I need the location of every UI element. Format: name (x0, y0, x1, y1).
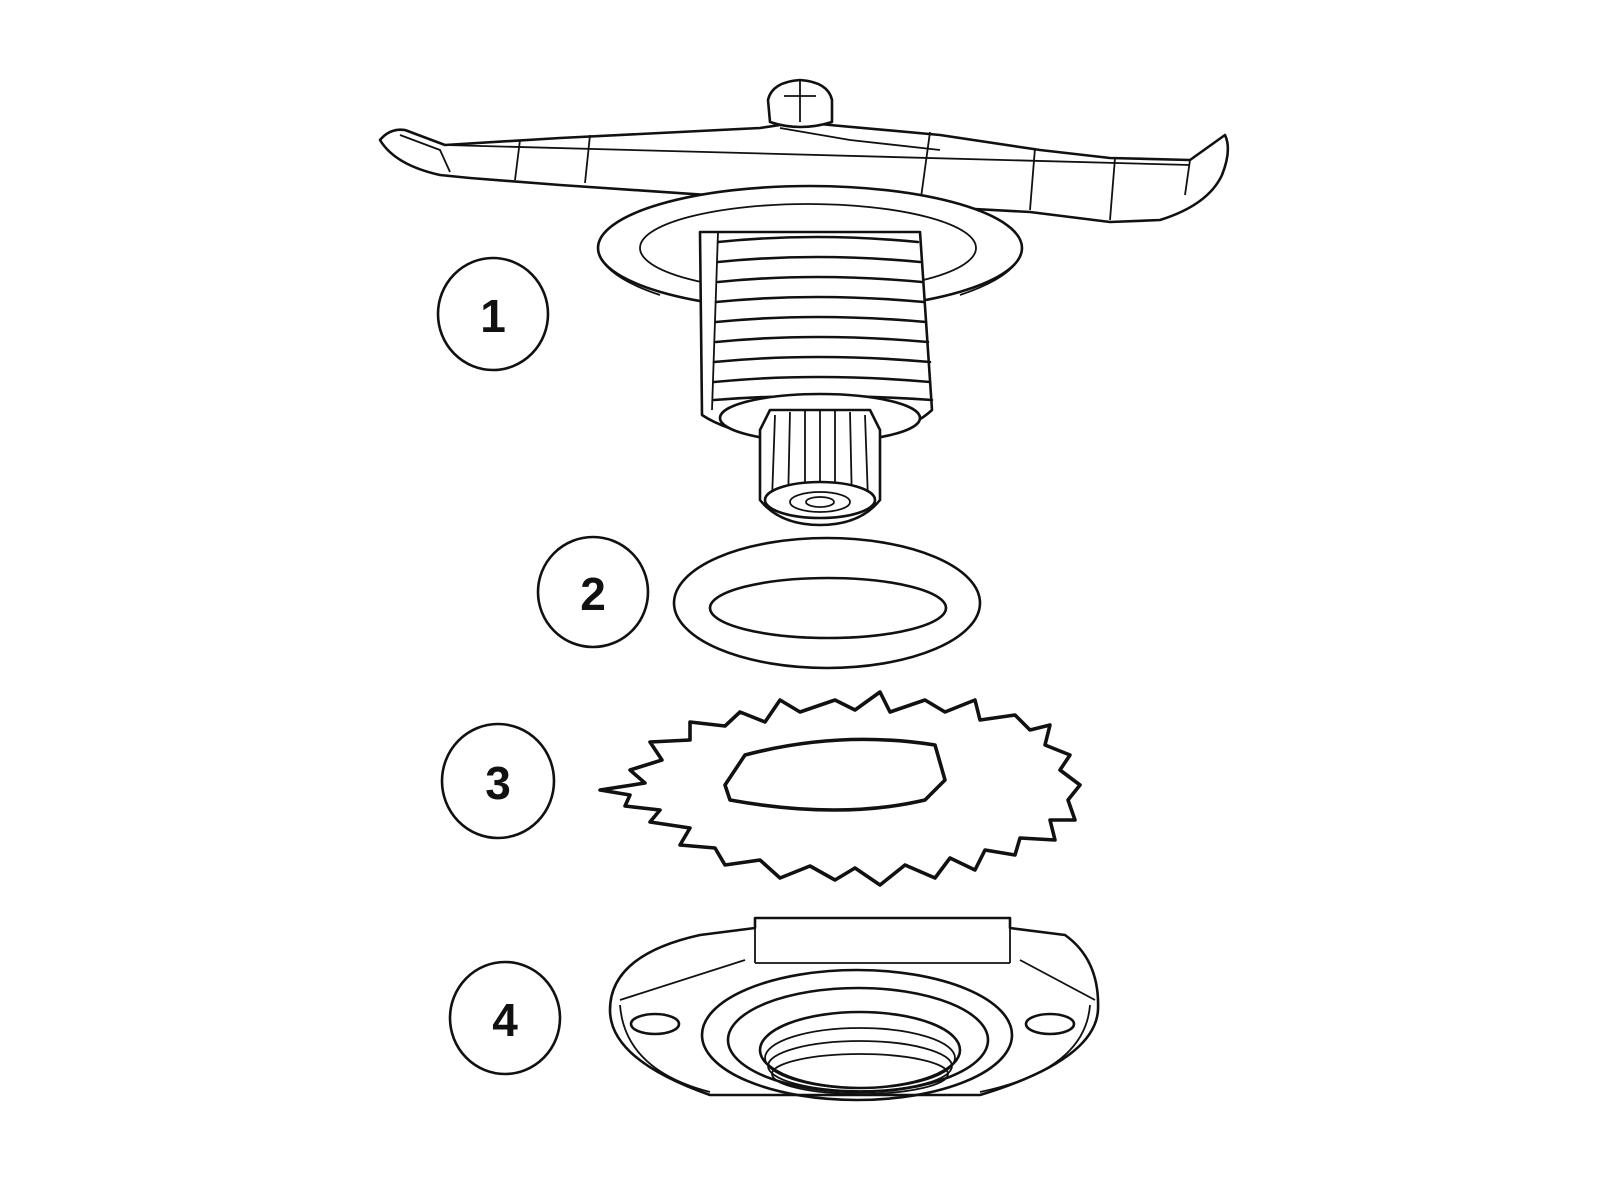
callout-label-4: 4 (492, 994, 518, 1046)
part-1-blade-assembly (378, 78, 1230, 527)
callout-4: 4 (448, 960, 562, 1076)
thread-lines (712, 235, 934, 402)
callout-1: 1 (436, 256, 550, 372)
callout-label-2: 2 (580, 568, 606, 620)
part-4-retaining-nut (608, 916, 1100, 1102)
callout-label-3: 3 (485, 757, 511, 809)
callout-label-1: 1 (480, 290, 506, 342)
callout-3: 3 (440, 722, 556, 840)
part-3-lock-washer (598, 690, 1082, 887)
part-2-o-ring (672, 536, 982, 670)
callout-2: 2 (536, 535, 650, 649)
